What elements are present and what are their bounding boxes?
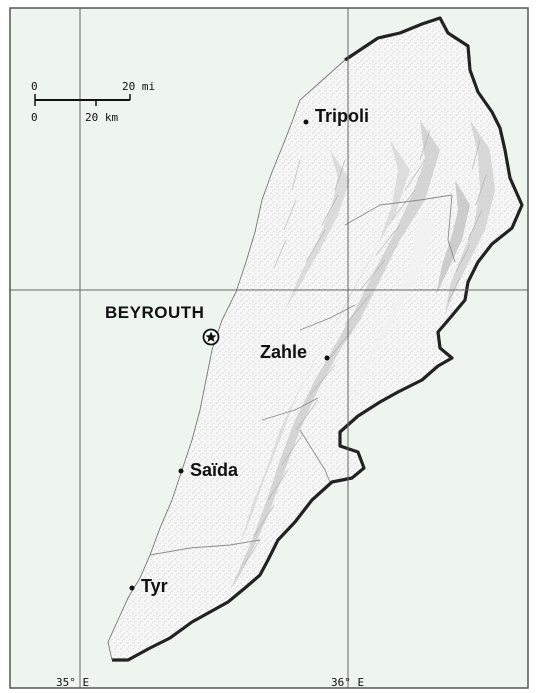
city-saida: Saïda [178, 460, 239, 480]
city-label-saida: Saïda [190, 460, 239, 480]
map-border [9, 7, 529, 689]
capital-star-icon [205, 331, 217, 342]
city-label-tyr: Tyr [141, 576, 168, 596]
scale-miles-label: 20 mi [122, 80, 155, 93]
city-label-zahle: Zahle [260, 342, 307, 362]
capital-label-beyrouth: BEYROUTH [105, 303, 204, 322]
eastern-border [112, 16, 524, 662]
scale-km-label: 20 km [85, 111, 118, 124]
city-dot-tyr [129, 585, 135, 591]
longitude-label-36e: 36° E [331, 676, 364, 689]
capital-beyrouth: BEYROUTH [105, 303, 220, 346]
city-tyr: Tyr [129, 576, 168, 596]
city-dot-tripoli [303, 119, 309, 125]
city-zahle: Zahle [260, 342, 330, 362]
scale-zero-bottom: 0 [31, 111, 38, 124]
coastline [107, 59, 346, 661]
city-label-tripoli: Tripoli [315, 106, 369, 126]
relief-shading [149, 120, 495, 590]
city-tripoli: Tripoli [303, 106, 369, 126]
longitude-label-35e: 35° E [56, 676, 89, 689]
city-dot-zahle [324, 355, 330, 361]
scale-bar: 0 20 mi 0 20 km [31, 80, 155, 124]
city-dot-saida [178, 468, 184, 474]
scale-zero-top: 0 [31, 80, 38, 93]
